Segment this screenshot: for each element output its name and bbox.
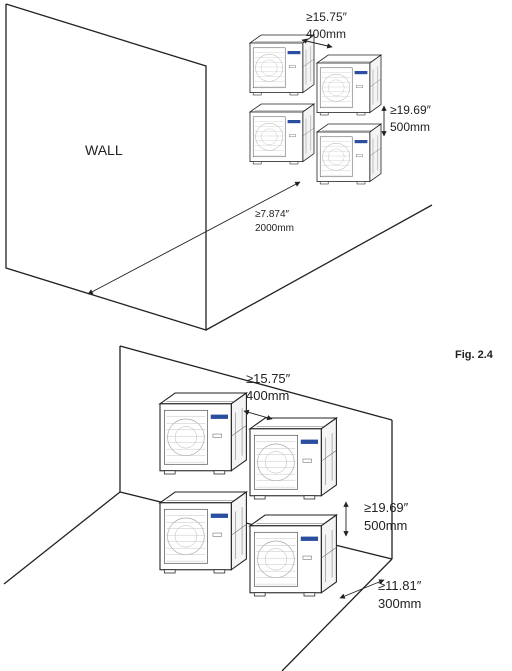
outdoor-ac-unit-icon	[316, 54, 382, 116]
rear-clearance-arrow	[339, 579, 385, 599]
front-clearance-arrow	[87, 181, 301, 295]
horizontal-clearance-arrow	[243, 409, 273, 421]
outdoor-ac-unit-icon	[316, 123, 382, 185]
floor-right-line	[281, 558, 393, 671]
vertical-clearance-inches: ≥19.69″	[364, 500, 409, 515]
outdoor-ac-unit-icon	[159, 491, 247, 574]
back-wall-top-edge	[119, 345, 393, 421]
top-diagram: WALL ≥7.874″ 2000mm ≥15.75″ 400mm ≥19.69…	[5, 3, 433, 331]
horizontal-clearance-inches: ≥15.75″	[246, 371, 291, 386]
figure-label: Fig. 2.4	[455, 349, 494, 361]
rear-clearance-mm: 300mm	[378, 596, 421, 611]
horizontal-clearance-inches: ≥15.75″	[306, 10, 348, 24]
front-clearance-mm: 2000mm	[255, 223, 294, 234]
horizontal-clearance-mm: 400mm	[306, 27, 346, 41]
vertical-clearance-mm: 500mm	[390, 120, 430, 134]
outdoor-ac-unit-icon	[249, 514, 337, 597]
outdoor-ac-unit-icon	[159, 392, 247, 475]
wall-outline	[5, 3, 207, 331]
vertical-clearance-mm: 500mm	[364, 518, 407, 533]
wall-label: WALL	[85, 142, 123, 158]
floor-line	[205, 204, 433, 331]
floor-edge	[5, 267, 87, 294]
bottom-diagram: ≥15.75″ 400mm ≥19.69″ 500mm ≥11.81″ 300m…	[3, 345, 422, 671]
outdoor-ac-unit-icon	[249, 34, 315, 96]
vertical-clearance-inches: ≥19.69″	[390, 103, 432, 117]
floor-left-line	[3, 491, 121, 585]
horizontal-clearance-mm: 400mm	[246, 388, 289, 403]
horizontal-clearance-arrow	[301, 38, 333, 49]
outdoor-ac-unit-icon	[249, 103, 315, 165]
outdoor-ac-unit-icon	[249, 417, 337, 500]
rear-clearance-inches: ≥11.81″	[378, 578, 422, 593]
front-clearance-inches: ≥7.874″	[255, 209, 290, 220]
